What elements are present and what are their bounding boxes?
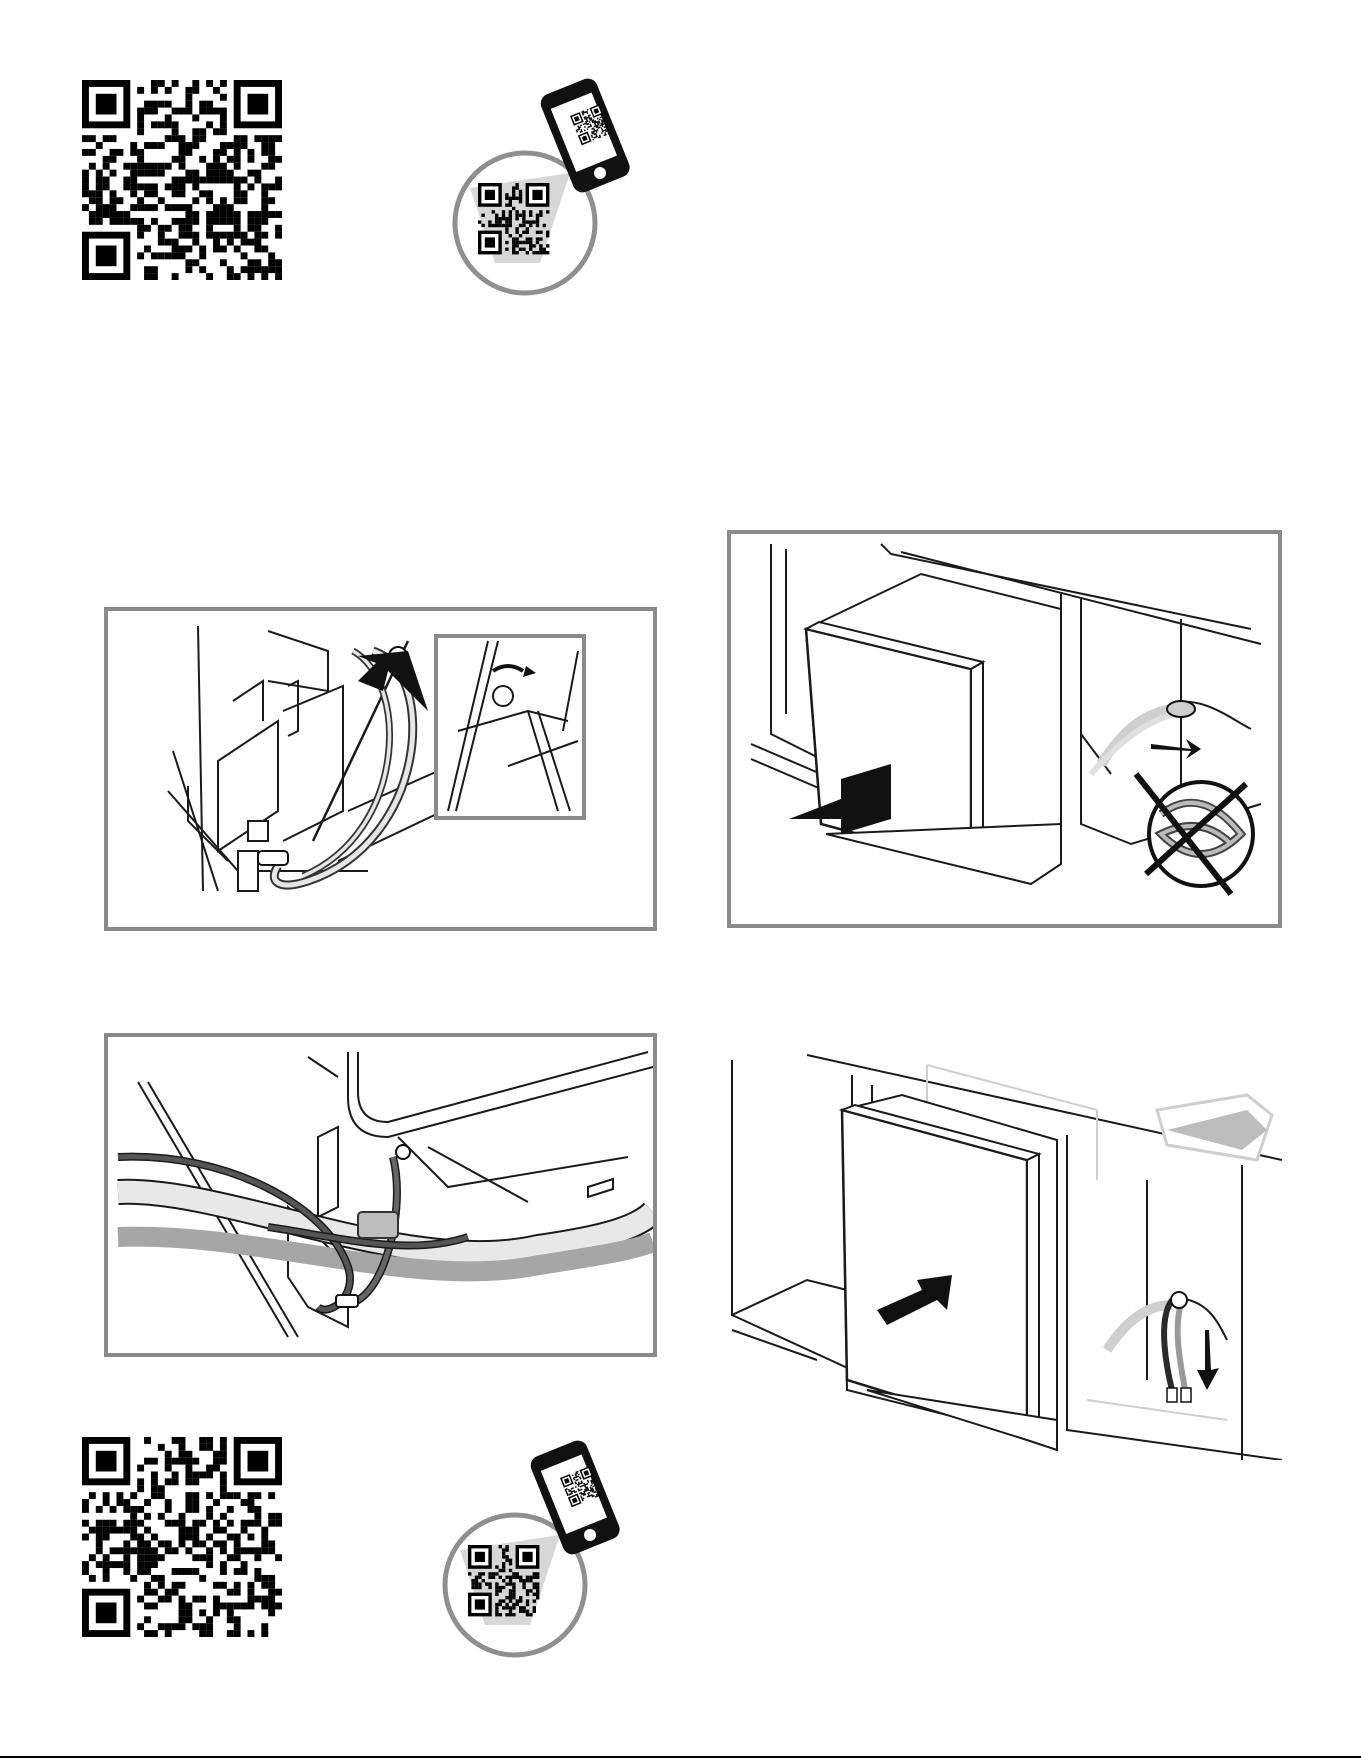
push-dishwasher-into-cabinet-pull-hoses-illustration — [727, 1050, 1282, 1460]
figure-hoses-routed — [104, 1033, 657, 1357]
hose-clip-attach-illustration — [108, 611, 653, 927]
push-dishwasher-into-cabinet-no-kink-illustration — [731, 534, 1278, 924]
qr-code-icon — [82, 1437, 282, 1637]
figure-push-pull-hoses — [727, 1050, 1282, 1460]
phone-scan-qr-icon — [430, 1440, 630, 1660]
figure-hose-clip — [104, 607, 657, 931]
footer-rule — [0, 1756, 1361, 1758]
hoses-routed-under-dishwasher-illustration — [108, 1037, 653, 1353]
figure-push-no-kink — [727, 530, 1282, 928]
phone-scan-qr-icon — [440, 78, 640, 298]
qr-code-icon — [82, 80, 282, 280]
